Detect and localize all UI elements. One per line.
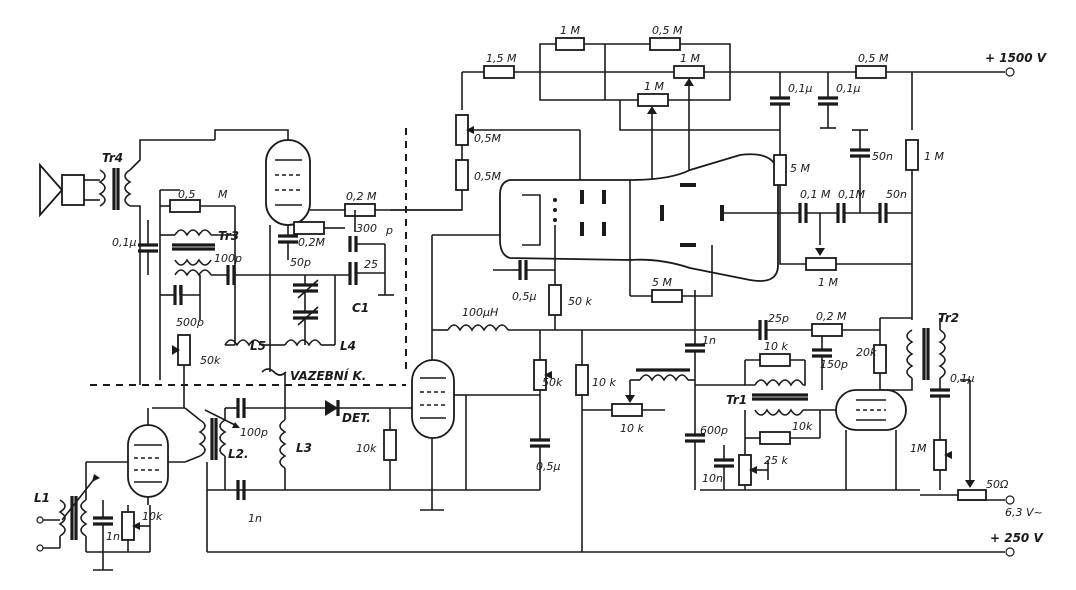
label-l4: L4 bbox=[340, 339, 356, 353]
label-r-50k-crt: 50 k bbox=[568, 295, 592, 308]
label-c1: C1 bbox=[352, 301, 369, 315]
label-r-0-5M-tr4: 0,5 bbox=[178, 188, 196, 201]
label-c-50p: 50p bbox=[290, 256, 311, 269]
label-pot-1M-low: 1 M bbox=[818, 276, 838, 289]
label-c-10n: 10n bbox=[702, 472, 723, 485]
label-p: p bbox=[385, 224, 393, 237]
label-r-5M-v: 5 M bbox=[790, 162, 810, 175]
label-r-5M-h: 5 M bbox=[652, 276, 672, 289]
label-r-20k: 20k bbox=[856, 346, 877, 359]
label-ind-100uH: 100μH bbox=[462, 306, 498, 319]
label-c-0-1u-l: 0,1μ bbox=[112, 236, 137, 249]
label-c-500p: 500p bbox=[176, 316, 204, 329]
label-c-0-5u-b: 0,5μ bbox=[536, 460, 561, 473]
label-c-0-1-a: 0,1μ bbox=[788, 82, 813, 95]
label-r-0-5M-left: 0,5M bbox=[474, 170, 501, 183]
video-line bbox=[431, 234, 887, 390]
label-supply-250: + 250 V bbox=[990, 531, 1044, 545]
label-c-0-1M-a: 0,1 M bbox=[800, 188, 831, 201]
l1-input bbox=[36, 461, 151, 571]
label-r-1M-right: 1 M bbox=[924, 150, 944, 163]
hv-supply-rail bbox=[462, 67, 1015, 77]
if-stage bbox=[138, 189, 394, 408]
label-c-1n-l1: 1n bbox=[106, 530, 120, 543]
label-supply-hv: + 1500 V bbox=[985, 51, 1048, 65]
label-c-0-1M-b: 0,1M bbox=[838, 188, 865, 201]
label-r-0-5M-hv: 0,5 M bbox=[858, 52, 889, 65]
label-c-0-1-b: 0,1μ bbox=[836, 82, 861, 95]
label-m: M bbox=[218, 188, 228, 201]
label-r-10k-det: 10k bbox=[356, 442, 377, 455]
label-r-10k-mid: 10 k bbox=[592, 376, 616, 389]
label-l1: L1 bbox=[34, 491, 50, 505]
label-c-150p: 150p bbox=[820, 358, 848, 371]
tr2-transformer bbox=[880, 317, 987, 501]
label-heater: 6,3 V~ bbox=[1005, 506, 1043, 519]
speaker bbox=[39, 139, 215, 385]
label-l5: L5 bbox=[250, 339, 266, 353]
label-c-25p: 25p bbox=[768, 312, 789, 325]
middle-controls bbox=[466, 330, 589, 552]
timing-column bbox=[582, 290, 745, 490]
label-c-1n-mid: 1n bbox=[702, 334, 716, 347]
dashed-shield bbox=[90, 128, 407, 386]
labels: + 1500 V + 250 V 6,3 V~ 1,5 M 1 M 0,5 M … bbox=[34, 24, 1048, 545]
label-c-600p: 600p bbox=[700, 424, 728, 437]
output-tube bbox=[835, 389, 920, 491]
video-amp-tube bbox=[411, 359, 467, 511]
label-tr1: Tr1 bbox=[726, 393, 747, 407]
label-c-50n-a: 50n bbox=[872, 150, 893, 163]
label-vazebni: VAZEBNÍ K. bbox=[290, 368, 366, 383]
label-c-1n-low: 1n bbox=[248, 512, 262, 525]
l2-transformer bbox=[152, 407, 240, 552]
crt-tube bbox=[499, 130, 800, 303]
label-r-10k-osc: 10 k bbox=[764, 340, 788, 353]
label-pot-0-5M: 0,5M bbox=[474, 132, 501, 145]
label-r-0-2M-a: 0,2 M bbox=[346, 190, 377, 203]
label-pot-50k-l: 50k bbox=[200, 354, 221, 367]
label-c-0-1u-tr2: 0,1μ bbox=[950, 372, 975, 385]
label-c-25: 25 bbox=[364, 258, 378, 271]
tr1-oscillator bbox=[700, 353, 846, 491]
label-pot-25k: 25 k bbox=[764, 454, 788, 467]
audio-output-tube bbox=[214, 129, 462, 345]
label-pot-10k-mid: 10 k bbox=[620, 422, 644, 435]
label-tr3: Tr3 bbox=[218, 229, 239, 243]
label-pot-10k-l1: 10k bbox=[142, 510, 163, 523]
label-pot-50ohm: 50Ω bbox=[986, 478, 1009, 491]
label-r-0-2M-b: 0,2M bbox=[298, 236, 325, 249]
label-c-0-5u: 0,5μ bbox=[512, 290, 537, 303]
label-r-0-2M-mid: 0,2 M bbox=[816, 310, 847, 323]
label-r-0-5M-top: 0,5 M bbox=[652, 24, 683, 37]
label-c-100p-l: 100p bbox=[214, 252, 242, 265]
crt-grid-network bbox=[493, 225, 562, 330]
label-l3: L3 bbox=[296, 441, 312, 455]
label-pot-50k-mid: 50k bbox=[542, 376, 563, 389]
label-tr4: Tr4 bbox=[102, 151, 123, 165]
coupling-cap-chain bbox=[779, 129, 912, 271]
label-l2: L2. bbox=[228, 447, 249, 461]
label-pot-1M-top: 1 M bbox=[680, 52, 700, 65]
label-pot-1M-mid: 1 M bbox=[644, 80, 664, 93]
supply-250-rail bbox=[207, 547, 1015, 557]
label-c-50n-b: 50n bbox=[886, 188, 907, 201]
label-det: DET. bbox=[342, 411, 371, 425]
label-r-10k-osc2: 10k bbox=[792, 420, 813, 433]
label-c-300p: 300 bbox=[356, 222, 377, 235]
divider-network bbox=[390, 37, 919, 320]
label-r-1M-top: 1 M bbox=[560, 24, 580, 37]
rf-input-tube bbox=[127, 408, 185, 505]
detector-section bbox=[207, 385, 540, 500]
label-pot-1M-r: 1M bbox=[910, 442, 927, 455]
label-tr2: Tr2 bbox=[938, 311, 959, 325]
label-r-1-5M: 1,5 M bbox=[486, 52, 517, 65]
label-c-100p-low: 100p bbox=[240, 426, 268, 439]
